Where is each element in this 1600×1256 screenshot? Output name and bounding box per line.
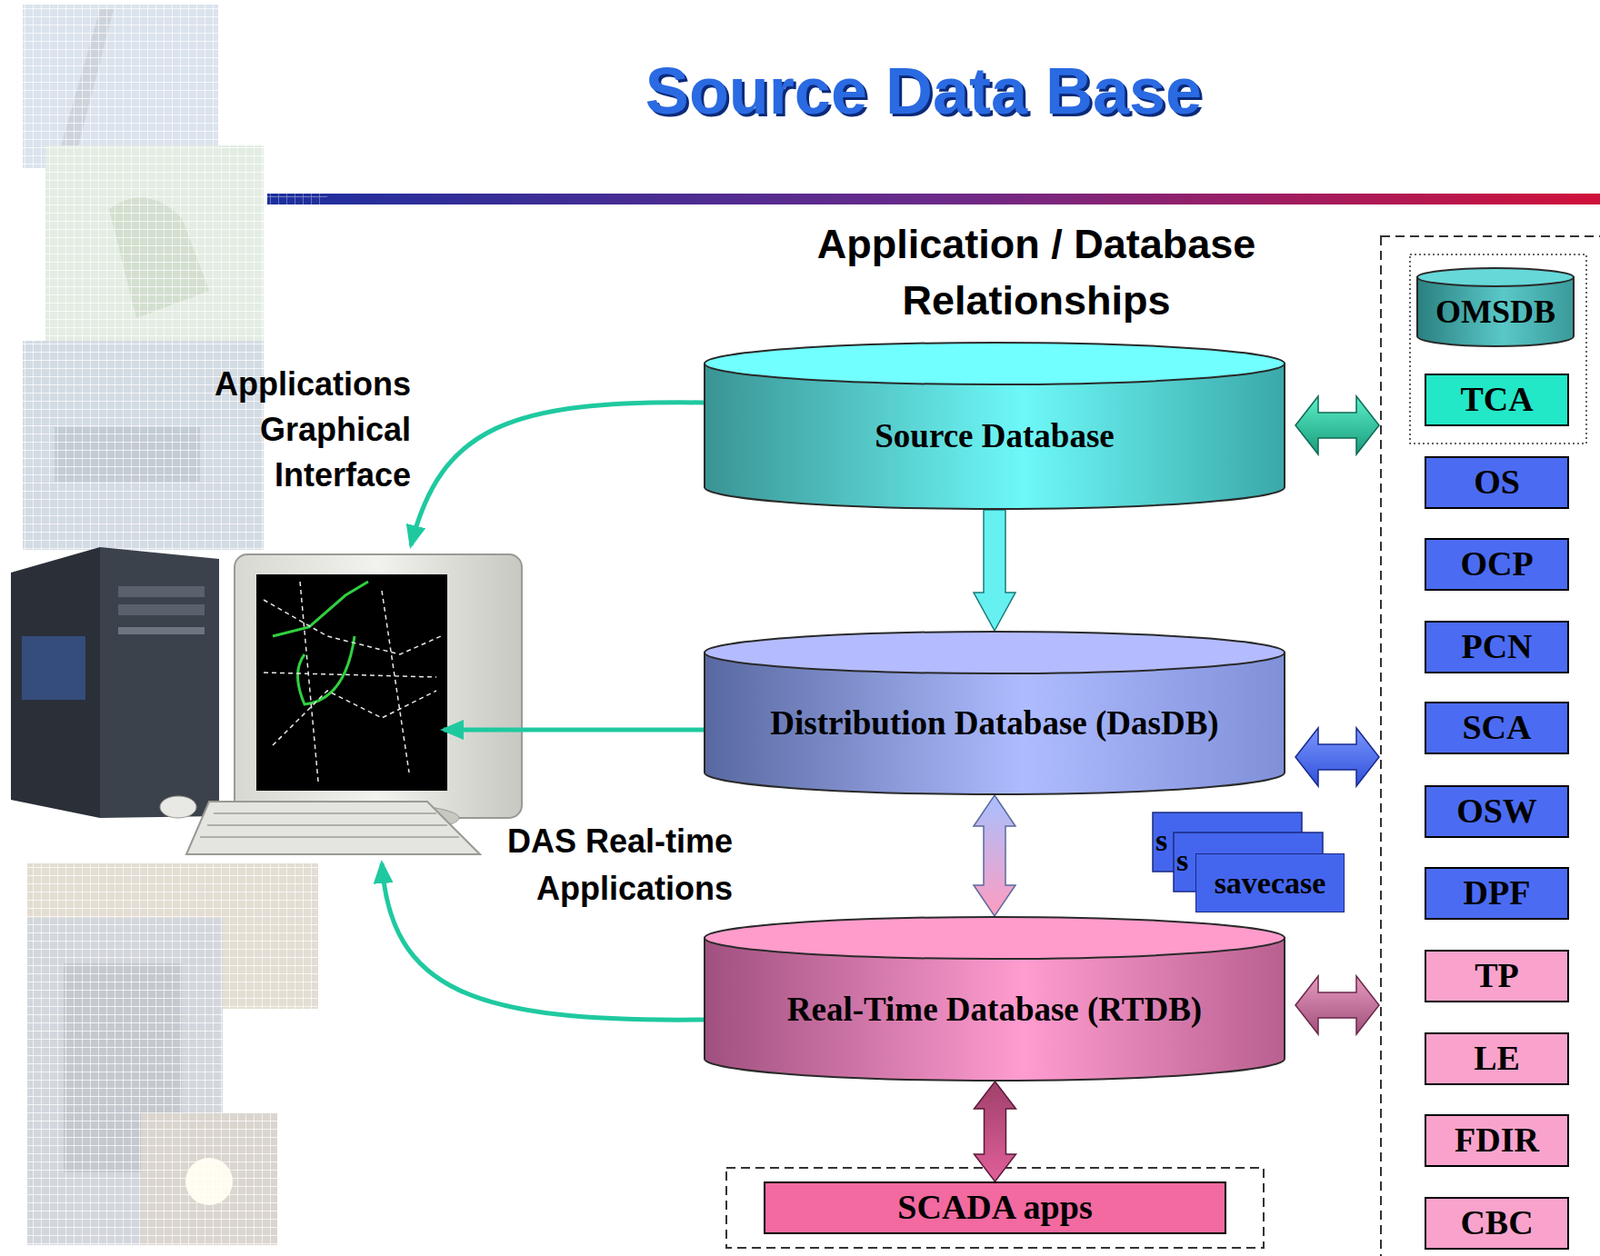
omsdb-cylinder: OMSDB: [1416, 267, 1575, 348]
realtime-label: DAS Real-time Applications: [454, 818, 733, 913]
node-text-area: savecase: [1196, 854, 1344, 912]
node-text-area: CBC: [1426, 1199, 1568, 1249]
cylinder-top: [704, 917, 1285, 960]
application-box: PCN: [1424, 620, 1570, 674]
node-label: TP: [1474, 956, 1520, 997]
scada-box: SCADA apps: [763, 1181, 1227, 1235]
application-box: OCP: [1424, 538, 1570, 591]
application-box: TP: [1424, 950, 1570, 1003]
realtime-db-cylinder: Real-Time Database (RTDB): [703, 916, 1286, 1082]
header-bar: [267, 193, 1600, 205]
node-text-area: FDIR: [1426, 1116, 1568, 1166]
cylinder-top: [1417, 268, 1574, 287]
node-label: DPF: [1463, 873, 1531, 914]
application-box: DPF: [1424, 867, 1570, 920]
node-label: OMSDB: [1435, 293, 1556, 331]
cylinder-top: [704, 342, 1285, 385]
block-arrow: [973, 510, 1016, 631]
node-text-area: OCP: [1426, 540, 1568, 590]
node-text-area: PCN: [1426, 622, 1568, 672]
application-box: CBC: [1424, 1197, 1570, 1250]
distribution-db-cylinder: Distribution Database (DasDB): [703, 630, 1286, 796]
node-label: SCADA apps: [897, 1188, 1092, 1229]
application-box: TCA: [1424, 373, 1570, 427]
node-text-area: LE: [1426, 1034, 1568, 1084]
panel-arrow: [1295, 728, 1380, 787]
page-title: Source Data Base: [469, 52, 1379, 130]
node-label: Distribution Database (DasDB): [770, 704, 1219, 744]
node-label: Real-Time Database (RTDB): [787, 990, 1202, 1030]
node-label: SCA: [1461, 708, 1531, 749]
application-box: OS: [1424, 456, 1570, 510]
node-label: savecase: [1214, 865, 1327, 901]
oms-group: [1410, 254, 1587, 444]
block-arrow: [973, 795, 1016, 917]
node-text-area: DPF: [1426, 869, 1568, 919]
node-text-area: OMSDB: [1416, 287, 1575, 338]
node-label: CBC: [1460, 1203, 1533, 1244]
savecase-edge-text: s: [1155, 822, 1174, 860]
node-text-area: Distribution Database (DasDB): [703, 674, 1286, 774]
node-label: PCN: [1460, 627, 1532, 668]
workstation-illustration: [10, 547, 522, 855]
node-text-area: Real-Time Database (RTDB): [703, 960, 1286, 1060]
source-db-cylinder: Source Database: [703, 341, 1286, 510]
node-text-area: SCADA apps: [765, 1183, 1225, 1233]
node-label: Source Database: [874, 417, 1114, 457]
node-label: OS: [1473, 462, 1520, 503]
cylinder-body: [1417, 277, 1574, 347]
node-text-area: Source Database: [703, 385, 1286, 489]
node-text-area: SCA: [1426, 703, 1568, 753]
gui-arrow: [410, 402, 704, 546]
diagram-subtitle: Application / Database Relationships: [754, 216, 1319, 330]
application-box: LE: [1424, 1032, 1570, 1086]
gui-arrow: [443, 728, 704, 733]
node-label: TCA: [1460, 380, 1533, 420]
application-box: FDIR: [1424, 1114, 1570, 1168]
savecase-sheet: savecase: [1195, 853, 1345, 913]
node-label: OCP: [1460, 544, 1533, 585]
node-label: FDIR: [1454, 1120, 1540, 1161]
cylinder-top: [704, 631, 1285, 674]
panel-arrow: [1295, 976, 1380, 1035]
node-text-area: OSW: [1426, 787, 1568, 837]
panel-arrow: [1295, 396, 1380, 455]
savecase-edge-text: s: [1176, 842, 1195, 880]
node-text-area: TP: [1426, 951, 1568, 1001]
node-text-area: OS: [1426, 458, 1568, 508]
interface-label: Applications Graphical Interface: [165, 361, 411, 499]
node-text-area: TCA: [1426, 375, 1568, 425]
application-box: SCA: [1424, 701, 1570, 755]
block-arrow: [974, 1081, 1017, 1182]
application-panel: [1380, 236, 1600, 1256]
application-box: OSW: [1424, 785, 1570, 839]
node-label: LE: [1473, 1039, 1520, 1080]
node-label: OSW: [1456, 791, 1538, 832]
